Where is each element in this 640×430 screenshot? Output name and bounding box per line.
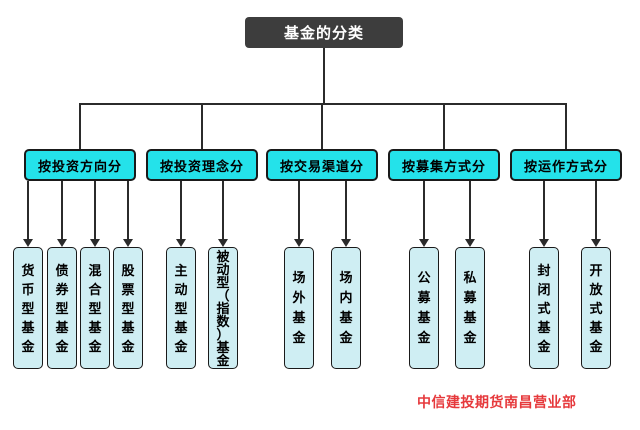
category-node-label: 按交易渠道分 — [279, 158, 364, 174]
leaf-node-label: 债 券 型 基 金 — [55, 262, 69, 354]
leaf-node: 货 币 型 基 金 — [13, 247, 43, 369]
arrow-down-icon — [539, 239, 549, 247]
connector-rail — [79, 103, 567, 105]
category-node: 按投资方向分 — [24, 149, 136, 181]
connector-leaf-drop — [595, 181, 597, 240]
category-node: 按募集方式分 — [388, 149, 500, 181]
connector-leaf-drop — [543, 181, 545, 240]
connector-leaf-drop — [127, 181, 129, 240]
leaf-node-label: 股 票 型 基 金 — [121, 262, 135, 354]
connector-leaf-drop — [180, 181, 182, 240]
category-node-label: 按投资理念分 — [159, 158, 244, 174]
category-node-label: 按募集方式分 — [401, 158, 486, 174]
connector-cat-drop — [79, 103, 81, 149]
leaf-node: 场 外 基 金 — [284, 247, 314, 369]
connector-leaf-drop — [345, 181, 347, 240]
category-node: 按交易渠道分 — [266, 149, 378, 181]
category-node: 按运作方式分 — [510, 149, 622, 181]
leaf-node-label: 场 内 基 金 — [339, 270, 353, 345]
connector-leaf-drop — [469, 181, 471, 240]
arrow-down-icon — [341, 239, 351, 247]
connector-leaf-drop — [61, 181, 63, 240]
leaf-node-label: 被 动 型 （ 指 数 ） 基 金 — [216, 248, 230, 368]
arrow-down-icon — [57, 239, 67, 247]
leaf-node-label: 私 募 基 金 — [463, 270, 477, 345]
connector-leaf-drop — [423, 181, 425, 240]
leaf-node-label: 开 放 式 基 金 — [589, 262, 603, 354]
category-node-label: 按投资方向分 — [37, 158, 122, 174]
arrow-down-icon — [23, 239, 33, 247]
leaf-node: 股 票 型 基 金 — [113, 247, 143, 369]
leaf-node-label: 场 外 基 金 — [292, 270, 306, 345]
leaf-node-label: 混 合 型 基 金 — [88, 262, 102, 354]
leaf-node: 封 闭 式 基 金 — [529, 247, 559, 369]
connector-cat-drop — [321, 103, 323, 149]
root-node-label: 基金的分类 — [283, 25, 364, 42]
connector-cat-drop — [565, 103, 567, 149]
connector-leaf-drop — [27, 181, 29, 240]
arrow-down-icon — [218, 239, 228, 247]
arrow-down-icon — [90, 239, 100, 247]
connector-leaf-drop — [298, 181, 300, 240]
connector-leaf-drop — [222, 181, 224, 240]
arrow-down-icon — [465, 239, 475, 247]
connector-cat-drop — [201, 103, 203, 149]
leaf-node: 私 募 基 金 — [455, 247, 485, 369]
category-node: 按投资理念分 — [146, 149, 258, 181]
root-node: 基金的分类 — [245, 17, 403, 48]
leaf-node: 被 动 型 （ 指 数 ） 基 金 — [208, 247, 238, 369]
arrow-down-icon — [591, 239, 601, 247]
leaf-node: 主 动 型 基 金 — [166, 247, 196, 369]
arrow-down-icon — [123, 239, 133, 247]
leaf-node-label: 主 动 型 基 金 — [174, 262, 188, 354]
leaf-node-label: 公 募 基 金 — [417, 270, 431, 345]
leaf-node: 公 募 基 金 — [409, 247, 439, 369]
connector-leaf-drop — [94, 181, 96, 240]
arrow-down-icon — [176, 239, 186, 247]
leaf-node: 场 内 基 金 — [331, 247, 361, 369]
leaf-node: 债 券 型 基 金 — [47, 247, 77, 369]
watermark-text: 中信建投期货南昌营业部 — [417, 394, 577, 410]
leaf-node: 混 合 型 基 金 — [80, 247, 110, 369]
connector-root-stem — [323, 48, 325, 103]
leaf-node-label: 货 币 型 基 金 — [21, 262, 35, 354]
leaf-node: 开 放 式 基 金 — [581, 247, 611, 369]
arrow-down-icon — [294, 239, 304, 247]
arrow-down-icon — [419, 239, 429, 247]
category-node-label: 按运作方式分 — [523, 158, 608, 174]
leaf-node-label: 封 闭 式 基 金 — [537, 262, 551, 354]
connector-cat-drop — [443, 103, 445, 149]
